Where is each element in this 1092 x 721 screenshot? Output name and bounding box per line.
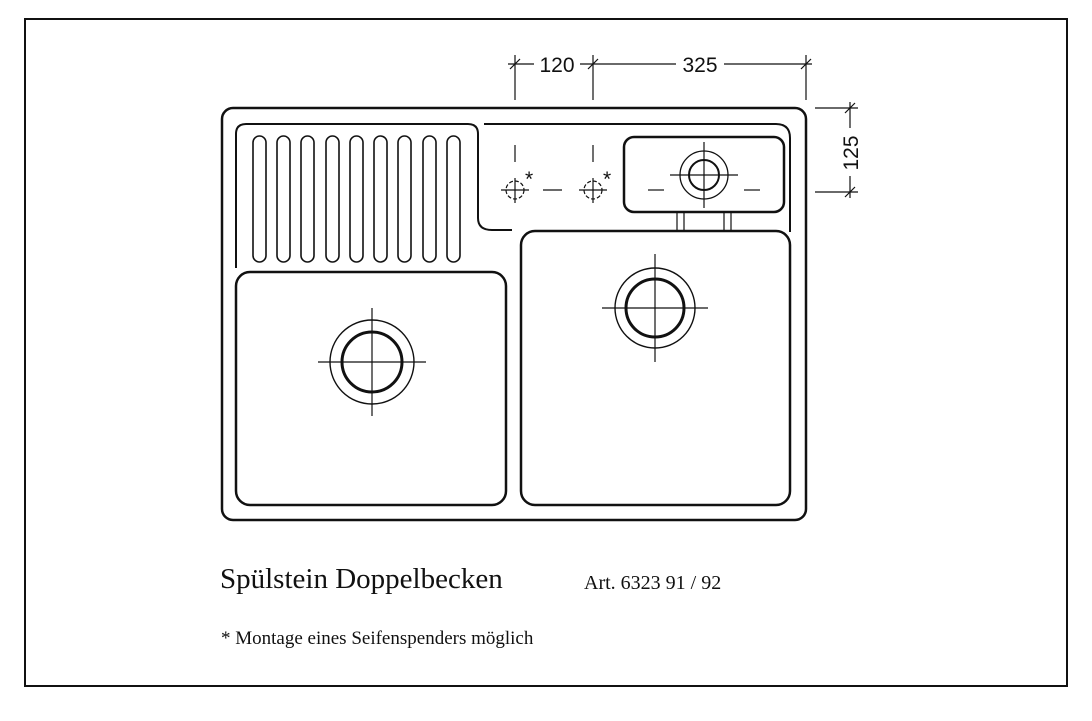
footnote: * Montage eines Seifenspenders möglich — [221, 628, 534, 649]
drainer-ribs — [252, 135, 461, 263]
drawing-frame — [24, 18, 1068, 687]
tap-hole-icons — [501, 145, 607, 203]
sink-outline — [220, 106, 808, 522]
dimension-lines — [508, 55, 858, 198]
small-basin-drain-icon — [648, 142, 760, 208]
dimension-325-label: 325 — [682, 54, 717, 77]
left-basin — [234, 270, 508, 507]
small-basin — [622, 135, 786, 214]
asterisk-mark: * — [525, 168, 533, 191]
dimension-120-label: 120 — [539, 54, 574, 77]
right-basin-drain-icon — [602, 254, 708, 362]
drainer-deck-outline — [235, 123, 791, 268]
overflow-channels — [676, 212, 732, 231]
drawing-title: Spülstein Doppelbecken — [220, 563, 503, 595]
article-number: Art. 6323 91 / 92 — [584, 572, 722, 594]
left-basin-drain-icon — [318, 308, 426, 416]
dimension-125-label: 125 — [840, 135, 863, 170]
right-basin — [519, 229, 792, 507]
asterisk-mark: * — [603, 168, 611, 191]
